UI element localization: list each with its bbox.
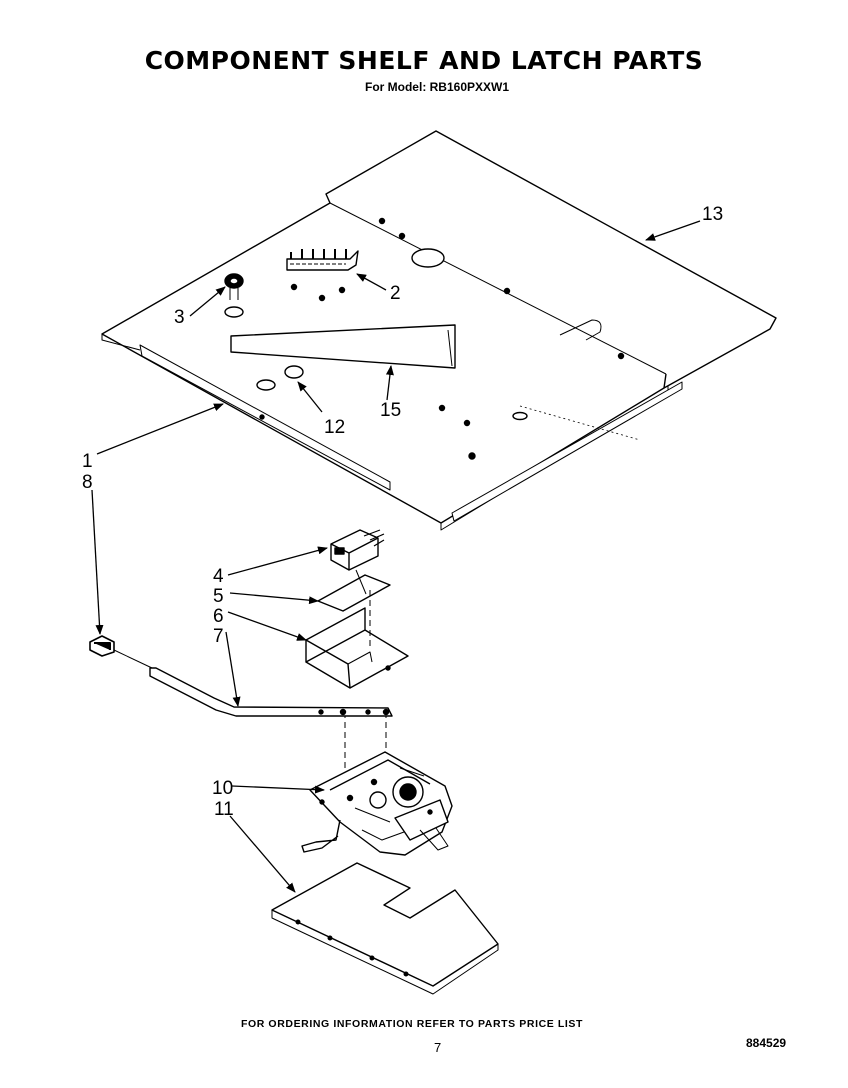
callout-12: 12 [324,417,345,438]
callout-6: 6 [213,606,224,627]
callout-5: 5 [213,586,224,607]
callout-11: 11 [214,799,234,820]
grommet [224,273,244,318]
latch-rod [113,649,393,717]
drawing-number: 884529 [746,1036,787,1050]
ordering-information-note: FOR ORDERING INFORMATION REFER TO PARTS … [240,1018,584,1030]
callout-4: 4 [213,566,224,587]
insulator-plate [317,569,391,612]
callout-2: 2 [390,283,401,304]
callout-8: 8 [82,472,93,493]
latch-knob [89,635,115,657]
bottom-cover-plate [271,862,499,995]
callout-labels: 13 2 3 12 15 1 8 4 5 6 7 10 11 [82,204,723,820]
insulation-strip [230,324,456,369]
switch [330,529,385,571]
callout-10: 10 [212,778,233,799]
latch-assembly [301,751,453,856]
page-title: COMPONENT SHELF AND LATCH PARTS [144,46,704,75]
callout-15: 15 [380,400,401,421]
terminal-block [286,249,359,271]
callout-13: 13 [702,204,723,225]
callout-1: 1 [82,451,93,472]
model-subtitle: For Model: RB160PXXW1 [364,80,510,94]
switch-bracket [305,607,409,689]
plug-button [284,365,304,379]
leader-lines [91,220,701,893]
page-number: 7 [434,1040,442,1055]
callout-7: 7 [213,626,224,647]
callout-3: 3 [174,307,185,328]
